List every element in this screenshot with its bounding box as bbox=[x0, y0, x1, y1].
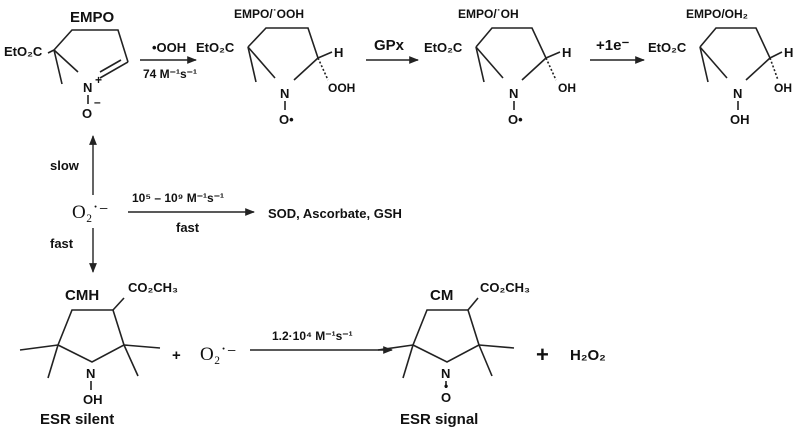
cmh-methyl-4 bbox=[123, 344, 139, 377]
empo-oh-n: N bbox=[509, 86, 518, 101]
empo-oh2-h-bond bbox=[769, 51, 783, 59]
empo-oh-name: EMPO/˙OH bbox=[458, 7, 519, 21]
empo-ooh-methyl bbox=[247, 46, 257, 83]
superoxide-main: O₂˙⁻ bbox=[72, 202, 109, 223]
empo-ooh-ester: EtO₂C bbox=[196, 40, 235, 55]
cmh-oh: OH bbox=[83, 392, 103, 407]
cmh-rxn-above: 1.2·10⁴ M⁻¹s⁻¹ bbox=[272, 329, 353, 343]
empo-oh2-ring-cn bbox=[699, 46, 728, 79]
cmh-ester: CO₂CH₃ bbox=[128, 280, 178, 295]
empo-ring-bond bbox=[53, 29, 129, 63]
empo-oh2-o: OH bbox=[730, 112, 750, 127]
slow-label: slow bbox=[50, 158, 80, 173]
empo-ooh-sub: OOH bbox=[328, 81, 355, 95]
empo-oh-sub: OH bbox=[558, 81, 576, 95]
cm-o: O bbox=[441, 390, 451, 405]
h2o2-product: H₂O₂ bbox=[570, 347, 606, 364]
empo-ring-bond-cn bbox=[53, 49, 79, 73]
empo-oh2-structure: EMPO/OH₂ EtO₂C H OH N OH bbox=[648, 7, 793, 127]
empo-oh2-ester: EtO₂C bbox=[648, 40, 687, 55]
superoxide-reactant: O₂˙⁻ bbox=[200, 344, 237, 365]
empo-double-bond bbox=[99, 61, 129, 79]
empo-oh-ring-cn bbox=[475, 46, 504, 79]
empo-oh2-sub: OH bbox=[774, 81, 792, 95]
r2-above: GPx bbox=[374, 37, 405, 54]
empo-oh-o: O• bbox=[508, 112, 523, 127]
cm-structure: CM CO₂CH₃ N O • ESR signal bbox=[377, 280, 530, 428]
empo-o-charge: – bbox=[94, 95, 101, 109]
empo-oh2-methyl bbox=[699, 46, 709, 83]
empo-ooh-o: O• bbox=[279, 112, 294, 127]
empo-ooh-ring-cn bbox=[247, 46, 276, 79]
empo-ooh-h: H bbox=[334, 45, 343, 60]
empo-structure: EMPO EtO₂C N + O – bbox=[4, 9, 129, 121]
empo-oh-h-bond bbox=[545, 51, 561, 59]
cm-ring bbox=[412, 309, 480, 363]
cmh-n: N bbox=[86, 366, 95, 381]
scavenge-below: fast bbox=[176, 220, 200, 235]
scavenge-above: 10⁵ – 10⁹ M⁻¹s⁻¹ bbox=[132, 191, 224, 205]
empo-n-label: N bbox=[83, 80, 92, 95]
cmh-methyl-1 bbox=[19, 344, 59, 351]
empo-ooh-name: EMPO/˙OOH bbox=[234, 7, 304, 21]
empo-oh-methyl bbox=[475, 46, 485, 83]
empo-oh2-n: N bbox=[733, 86, 742, 101]
cm-name: CM bbox=[430, 287, 453, 304]
fast-label: fast bbox=[50, 236, 74, 251]
empo-methyl-bond bbox=[53, 49, 63, 85]
empo-ooh-h-bond bbox=[317, 51, 333, 59]
cm-o-dot: • bbox=[444, 379, 448, 393]
empo-ester-bond bbox=[47, 49, 55, 54]
cmh-ester-bond bbox=[112, 297, 125, 311]
r1-below: 74 M⁻¹s⁻¹ bbox=[143, 67, 197, 81]
empo-oh2-name: EMPO/OH₂ bbox=[686, 7, 748, 21]
empo-oh2-sub-bond bbox=[769, 57, 779, 81]
empo-ester: EtO₂C bbox=[4, 44, 43, 59]
empo-o-label: O bbox=[82, 106, 92, 121]
cmh-structure: CMH CO₂CH₃ N OH ESR silent bbox=[19, 280, 178, 428]
empo-ooh-sub-bond bbox=[317, 57, 329, 81]
cm-methyl-2 bbox=[402, 344, 414, 379]
plus-1: + bbox=[172, 347, 181, 364]
empo-oh2-ring bbox=[699, 27, 771, 81]
empo-oh-ring bbox=[475, 27, 547, 81]
r3-above: +1e⁻ bbox=[596, 37, 629, 54]
cm-n: N bbox=[441, 366, 450, 381]
cm-methyl-1 bbox=[377, 344, 414, 351]
scavenge-product: SOD, Ascorbate, GSH bbox=[268, 206, 402, 221]
empo-oh2-h: H bbox=[784, 45, 793, 60]
cmh-caption: ESR silent bbox=[40, 411, 114, 428]
empo-oh-ester: EtO₂C bbox=[424, 40, 463, 55]
empo-ooh-n: N bbox=[280, 86, 289, 101]
empo-ooh-ring bbox=[247, 27, 319, 81]
cm-caption: ESR signal bbox=[400, 411, 478, 428]
cm-ester-bond bbox=[467, 297, 479, 311]
empo-oh-sub-bond bbox=[545, 57, 557, 81]
cm-ester: CO₂CH₃ bbox=[480, 280, 530, 295]
cm-methyl-3 bbox=[478, 344, 515, 349]
plus-2: + bbox=[536, 342, 549, 367]
empo-n-charge: + bbox=[95, 73, 102, 87]
cmh-ring bbox=[57, 309, 125, 363]
cm-methyl-4 bbox=[478, 344, 493, 377]
cmh-name: CMH bbox=[65, 287, 99, 304]
cmh-methyl-3 bbox=[123, 344, 161, 349]
cmh-methyl-2 bbox=[47, 344, 59, 379]
empo-oh-h: H bbox=[562, 45, 571, 60]
empo-name: EMPO bbox=[70, 9, 115, 26]
empo-ooh-structure: EMPO/˙OOH EtO₂C H OOH N O• bbox=[196, 7, 355, 127]
r1-above: •OOH bbox=[152, 40, 186, 55]
empo-oh-structure: EMPO/˙OH EtO₂C H OH N O• bbox=[424, 7, 576, 127]
empo-double-bond-2 bbox=[99, 59, 122, 73]
